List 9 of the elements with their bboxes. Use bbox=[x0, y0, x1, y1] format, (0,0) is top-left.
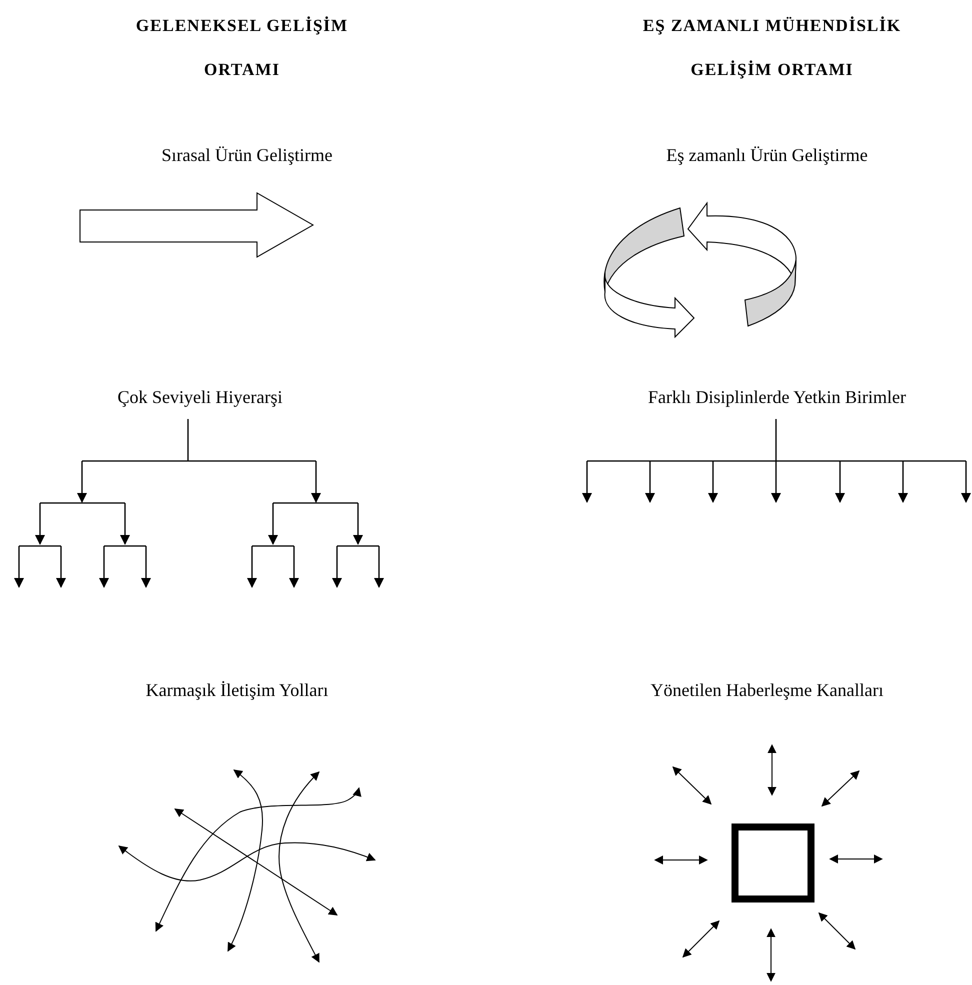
section-title: Eş zamanlı Ürün Geliştirme bbox=[666, 145, 868, 165]
column-heading: GELENEKSEL GELİŞİM ORTAMI bbox=[136, 16, 348, 79]
section-title: Sırasal Ürün Geliştirme bbox=[162, 145, 332, 165]
section-title: Çok Seviyeli Hiyerarşi bbox=[118, 387, 282, 407]
square-outline bbox=[732, 824, 814, 902]
section-title: Yönetilen Haberleşme Kanalları bbox=[650, 680, 884, 700]
section-title: Farklı Disiplinlerde Yetkin Birimler bbox=[648, 387, 906, 407]
column-heading: EŞ ZAMANLI MÜHENDİSLİK GELİŞİM ORTAMI bbox=[642, 16, 902, 79]
section-title: Karmaşık İletişim Yolları bbox=[146, 680, 328, 700]
